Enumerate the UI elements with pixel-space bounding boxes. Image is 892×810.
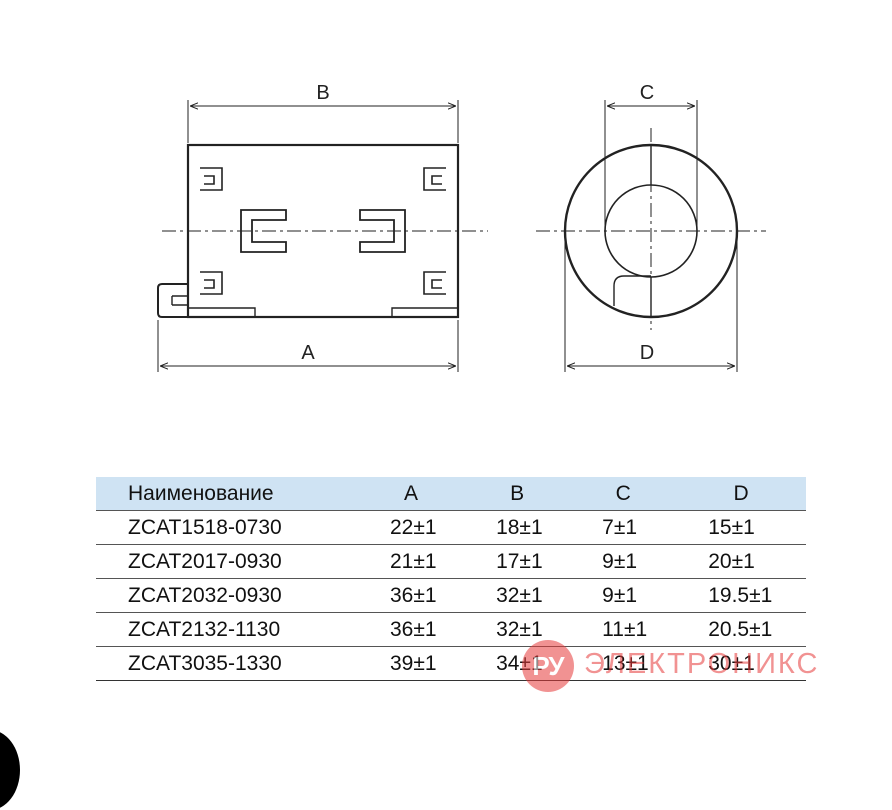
dimension-c: [604, 100, 698, 231]
cell-c: 13±1: [570, 646, 677, 681]
dimension-b: [187, 100, 459, 143]
cell-b: 18±1: [464, 510, 571, 545]
cell-d: 19.5±1: [676, 578, 806, 613]
dimension-drawing: B A C D: [157, 82, 766, 372]
cell-b: 34±1: [464, 646, 571, 681]
header-name: Наименование: [96, 477, 358, 511]
side-view-latch: [157, 283, 188, 318]
corner-shadow: [0, 730, 20, 810]
dimension-a-label: A: [301, 342, 315, 364]
dimension-a: [157, 320, 459, 372]
table-row: ZCAT2017-0930 21±1 17±1 9±1 20±1: [96, 544, 806, 579]
header-d: D: [676, 477, 806, 511]
dimensions-table: Наименование A B C D ZCAT1518-0730 22±1 …: [96, 477, 806, 681]
header-a: A: [358, 477, 465, 511]
cell-d: 20±1: [676, 544, 806, 579]
cell-b: 32±1: [464, 578, 571, 613]
dimension-c-label: C: [640, 82, 654, 104]
cell-d: 15±1: [676, 510, 806, 545]
cell-c: 9±1: [570, 578, 677, 613]
cell-a: 39±1: [358, 646, 465, 681]
cell-c: 11±1: [570, 612, 677, 647]
cell-d: 20.5±1: [676, 612, 806, 647]
cell-name: ZCAT2132-1130: [96, 612, 358, 647]
cell-name: ZCAT2032-0930: [96, 578, 358, 613]
table-row: ZCAT1518-0730 22±1 18±1 7±1 15±1: [96, 510, 806, 545]
cell-c: 7±1: [570, 510, 677, 545]
cell-a: 36±1: [358, 578, 465, 613]
cell-a: 22±1: [358, 510, 465, 545]
table-header-row: Наименование A B C D: [96, 477, 806, 511]
header-b: B: [464, 477, 571, 511]
table-row: ZCAT2132-1130 36±1 32±1 11±1 20.5±1: [96, 612, 806, 647]
cell-b: 17±1: [464, 544, 571, 579]
dimension-b-label: B: [316, 82, 329, 104]
table-row: ZCAT2032-0930 36±1 32±1 9±1 19.5±1: [96, 578, 806, 613]
cell-d: 30±1: [676, 646, 806, 681]
dimension-d: [564, 240, 738, 372]
cell-name: ZCAT3035-1330: [96, 646, 358, 681]
cell-name: ZCAT1518-0730: [96, 510, 358, 545]
cell-c: 9±1: [570, 544, 677, 579]
right-bracket: [359, 209, 406, 253]
table-row: ZCAT3035-1330 39±1 34±1 13±1 30±1: [96, 646, 806, 681]
cell-a: 21±1: [358, 544, 465, 579]
cell-a: 36±1: [358, 612, 465, 647]
dimension-d-label: D: [640, 342, 654, 364]
header-c: C: [570, 477, 677, 511]
left-bracket: [240, 209, 287, 253]
cell-name: ZCAT2017-0930: [96, 544, 358, 579]
cell-b: 32±1: [464, 612, 571, 647]
